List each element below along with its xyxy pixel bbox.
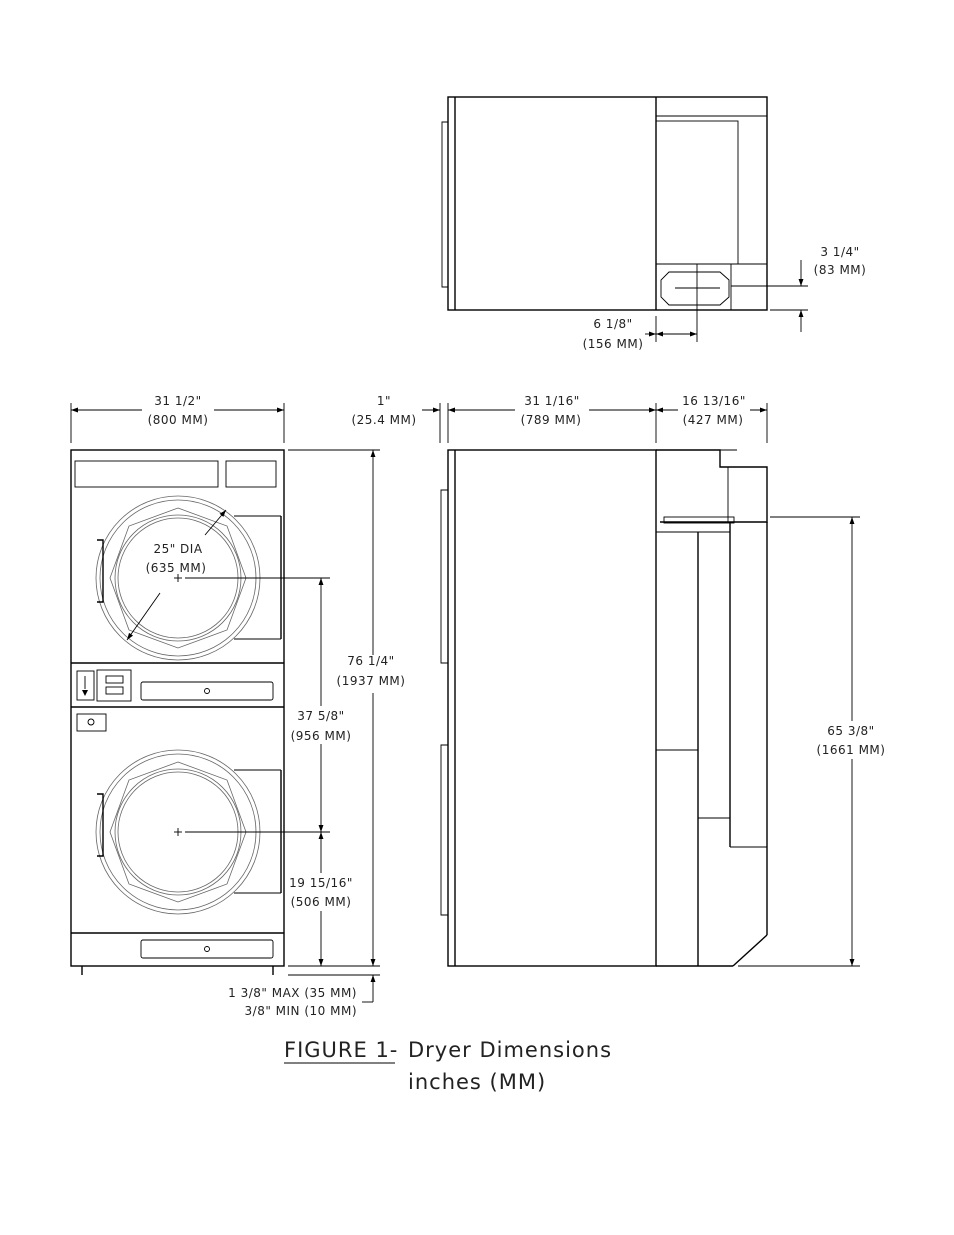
coin-slot-icon [77,671,94,700]
lint-drawer [141,940,273,958]
exhaust-duct-icon [661,272,729,305]
front-width-inches: 31 1/2" [154,394,201,408]
top-bottom-dim-inches: 6 1/8" [593,317,632,331]
overall-height-mm: (1937 MM) [337,674,406,688]
coin-control-strip [77,670,273,701]
front-offset-inches: 1" [377,394,391,408]
lower-door-center-mm: (506 MM) [291,895,352,909]
front-offset-mm: (25.4 MM) [351,413,416,427]
lower-dryer-door [77,714,281,914]
front-width-mm: (800 MM) [148,413,209,427]
figure-units: inches (MM) [408,1070,546,1094]
top-view: 3 1/4" (83 MM) 6 1/8" (156 MM) [442,97,866,351]
door-centers-mm: (956 MM) [291,729,352,743]
overall-height-inches: 76 1/4" [347,654,394,668]
upper-control-panel [75,461,218,487]
exhaust-hood [656,450,767,522]
side-cabinet-outline [448,450,656,966]
top-view-outline [448,97,767,310]
depth-mm: (789 MM) [521,413,582,427]
figure-title: Dryer Dimensions [408,1038,612,1062]
top-right-dim-mm: (83 MM) [814,263,867,277]
rear-mm: (427 MM) [683,413,744,427]
rear-inches: 16 13/16" [682,394,746,408]
front-cabinet-outline [71,450,284,966]
leveling-max-label: 1 3/8" MAX (35 MM) [228,986,357,1000]
side-view: 1" (25.4 MM) 31 1/16" (789 MM) 16 13/16"… [351,394,889,966]
door-diameter-mm: (635 MM) [146,561,207,575]
figure-caption: FIGURE 1- Dryer Dimensions inches (MM) [284,1038,612,1094]
front-view: 31 1/2" (800 MM) 25" DIA (635 MM) [71,394,408,1018]
duct-height-inches: 65 3/8" [827,724,874,738]
lower-door-center-inches: 19 15/16" [289,876,353,890]
leveling-min-label: 3/8" MIN (10 MM) [245,1004,357,1018]
depth-inches: 31 1/16" [524,394,580,408]
figure-number: FIGURE 1- [284,1038,398,1062]
door-centers-inches: 37 5/8" [297,709,344,723]
duct-height-mm: (1661 MM) [817,743,886,757]
top-right-dim-inches: 3 1/4" [820,245,859,259]
top-bottom-dim-mm: (156 MM) [583,337,644,351]
door-diameter-inches: 25" DIA [153,542,202,556]
